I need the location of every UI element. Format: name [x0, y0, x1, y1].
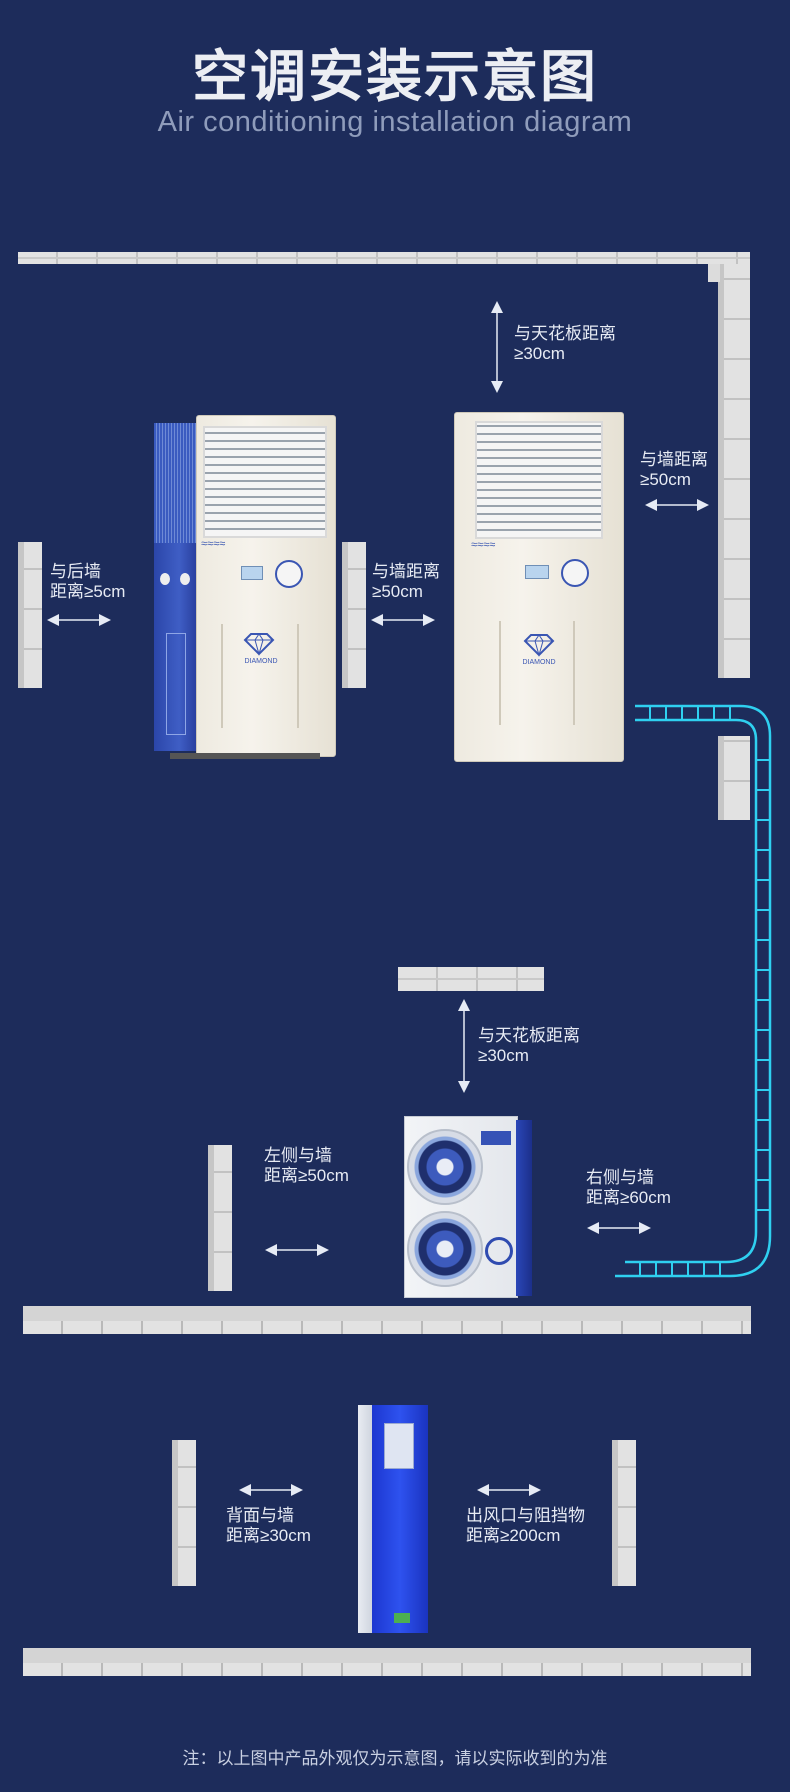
right-wall-3 — [612, 1440, 636, 1586]
display-panel — [384, 1423, 414, 1469]
page-title: 空调安装示意图 — [192, 45, 598, 108]
service-panel — [166, 633, 186, 735]
badge-icon — [561, 559, 589, 587]
brand-text: DIAMOND — [244, 658, 278, 665]
diamond-logo-icon — [517, 625, 561, 661]
outdoor-unit-side — [516, 1120, 532, 1296]
right-wall-upper — [718, 264, 750, 678]
label-ceiling-1: 与天花板距离≥30cm — [514, 324, 616, 363]
port-icon — [160, 573, 170, 585]
unit-front — [372, 1405, 428, 1633]
floor-3 — [23, 1648, 751, 1676]
label-back-wall: 与后墙距离≥5cm — [50, 562, 126, 601]
unit-front: ≈≈≈≈ DIAMOND — [196, 415, 336, 757]
panel-line — [499, 621, 501, 725]
middle-wall — [342, 542, 366, 688]
back-wall — [18, 542, 42, 688]
left-wall-2 — [208, 1145, 232, 1291]
label-right-wall-2: 右侧与墙距离≥60cm — [586, 1168, 671, 1207]
fan-icon — [407, 1211, 483, 1287]
outdoor-unit — [404, 1116, 536, 1298]
standing-unit — [358, 1405, 428, 1633]
cabinet-unit-right: ≈≈≈≈ DIAMOND — [454, 412, 624, 762]
label-left-wall-2: 左侧与墙距离≥50cm — [264, 1146, 349, 1185]
unit-logo: ≈≈≈≈ — [201, 538, 226, 550]
panel-line — [221, 624, 223, 728]
badge-icon — [485, 1237, 513, 1265]
side-panel — [154, 543, 196, 751]
fan-icon — [407, 1129, 483, 1205]
ceiling-wall — [18, 252, 750, 264]
wall-corner — [708, 264, 720, 282]
label-right-wall: 与墙距离≥50cm — [640, 450, 708, 489]
badge-icon — [275, 560, 303, 588]
left-wall-3 — [172, 1440, 196, 1586]
outdoor-unit-front — [404, 1116, 518, 1298]
footer-note: 注：以上图中产品外观仅为示意图，请以实际收到的为准 — [182, 1749, 608, 1768]
diamond-logo-icon — [237, 624, 281, 660]
port-icon — [180, 573, 190, 585]
panel-line — [573, 621, 575, 725]
control-screen — [241, 566, 263, 580]
brand-text: DIAMOND — [522, 659, 556, 666]
right-wall-lower — [718, 736, 750, 820]
air-grille — [203, 426, 327, 538]
side-mesh — [154, 423, 196, 543]
floor-2 — [23, 1306, 751, 1334]
logo-plate — [481, 1131, 511, 1145]
ceiling-wall-2 — [398, 967, 544, 991]
page-subtitle: Air conditioning installation diagram — [157, 106, 633, 138]
label-between-units: 与墙距离≥50cm — [372, 562, 440, 601]
refrigerant-pipe — [615, 704, 772, 1278]
unit-logo: ≈≈≈≈ — [471, 539, 496, 551]
vent-icon — [394, 1613, 410, 1623]
label-back-3: 背面与墙距离≥30cm — [226, 1506, 311, 1545]
label-outlet-3: 出风口与阻挡物距离≥200cm — [466, 1506, 585, 1545]
air-grille — [475, 421, 603, 539]
label-ceiling-2: 与天花板距离≥30cm — [478, 1026, 580, 1065]
panel-line — [297, 624, 299, 728]
control-screen — [525, 565, 549, 579]
pipe-rungs — [639, 706, 770, 1276]
unit-base — [170, 753, 320, 759]
cabinet-unit-left: ≈≈≈≈ DIAMOND — [150, 415, 336, 760]
unit-side — [358, 1405, 372, 1633]
